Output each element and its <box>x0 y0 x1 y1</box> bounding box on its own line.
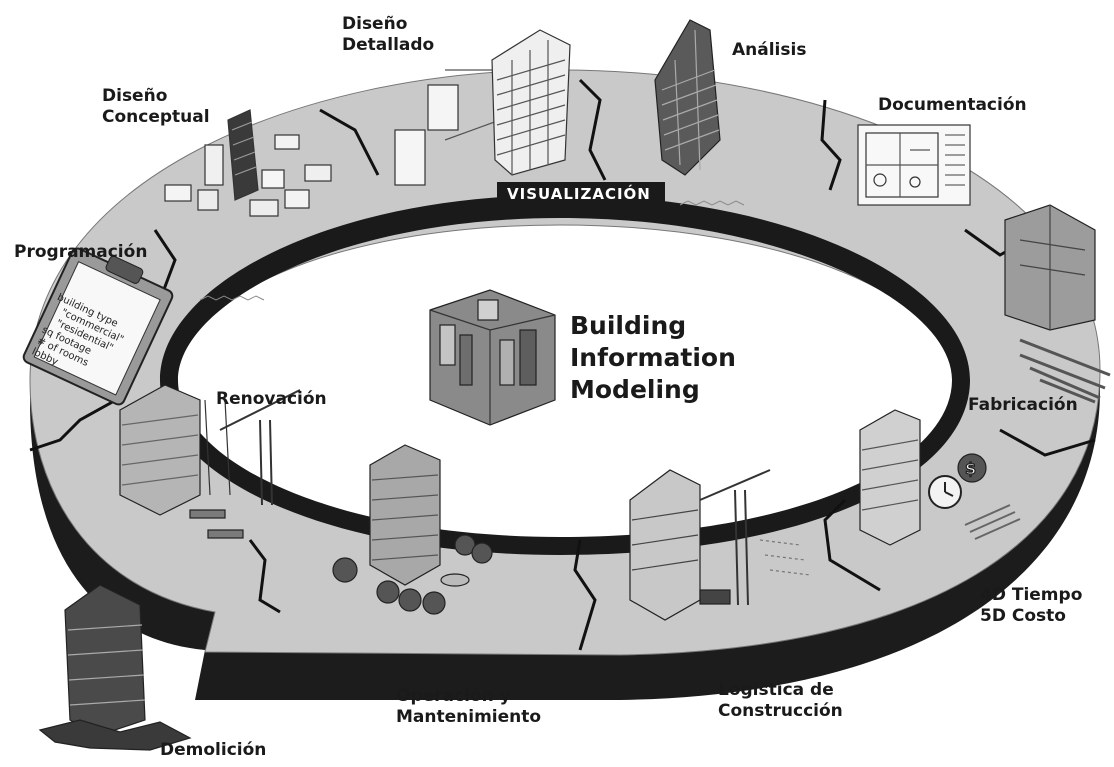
center-title-line: Information <box>570 343 736 372</box>
dollar-icon: $ <box>965 459 976 478</box>
center-title-line: Modeling <box>570 375 700 404</box>
bim-cube-illustration <box>429 289 556 426</box>
label-line: Renovación <box>216 389 327 409</box>
label-tiempo-costo: 4D Tiempo 5D Costo <box>980 585 1082 627</box>
label-line: Logística de <box>718 680 834 700</box>
label-renovacion: Renovación <box>216 389 327 410</box>
label-line: Construcción <box>718 701 843 721</box>
band-zigzag <box>199 200 745 301</box>
label-line: 4D Tiempo <box>980 585 1083 605</box>
band-label-bg <box>497 182 665 206</box>
analysis-illustration <box>654 19 721 176</box>
programming-clipboard-illustration <box>22 247 174 406</box>
conceptual-blocks-illustration <box>164 109 332 217</box>
label-line: Demolición <box>160 740 267 760</box>
label-line: Detallado <box>342 35 435 55</box>
label-line: Diseño <box>102 86 168 106</box>
label-line: Operación y <box>396 686 511 706</box>
detailed-design-illustration <box>394 29 571 186</box>
label-operacion: Operación y Mantenimiento <box>396 686 541 728</box>
label-programacion: Programación <box>14 242 147 263</box>
label-diseno-detallado: Diseño Detallado <box>342 14 434 56</box>
label-line: Programación <box>14 242 148 262</box>
renovation-illustration <box>119 384 301 539</box>
label-documentacion: Documentación <box>878 95 1027 116</box>
label-line: Mantenimiento <box>396 707 542 727</box>
label-fabricacion: Fabricación <box>968 395 1078 416</box>
center-title: Building Information Modeling <box>570 310 736 406</box>
band-label: VISUALIZACIÓN <box>507 184 651 203</box>
demolition-illustration <box>38 584 192 751</box>
fabrication-illustration <box>1004 204 1111 404</box>
label-line: Fabricación <box>968 395 1078 415</box>
center-title-line: Building <box>570 311 687 340</box>
documentation-illustration <box>857 124 971 206</box>
label-line: 5D Costo <box>980 606 1066 626</box>
label-line: Análisis <box>732 40 807 60</box>
label-logistica: Logística de Construcción <box>718 680 843 722</box>
label-line: Conceptual <box>102 107 210 127</box>
label-analisis: Análisis <box>732 40 806 61</box>
operation-illustration <box>332 444 493 615</box>
label-line: Diseño <box>342 14 408 34</box>
logistics-illustration <box>629 469 811 621</box>
label-diseno-conceptual: Diseño Conceptual <box>102 86 210 128</box>
label-demolicion: Demolición <box>160 740 266 761</box>
label-line: Documentación <box>878 95 1027 115</box>
time-cost-illustration: $ <box>859 409 1021 546</box>
